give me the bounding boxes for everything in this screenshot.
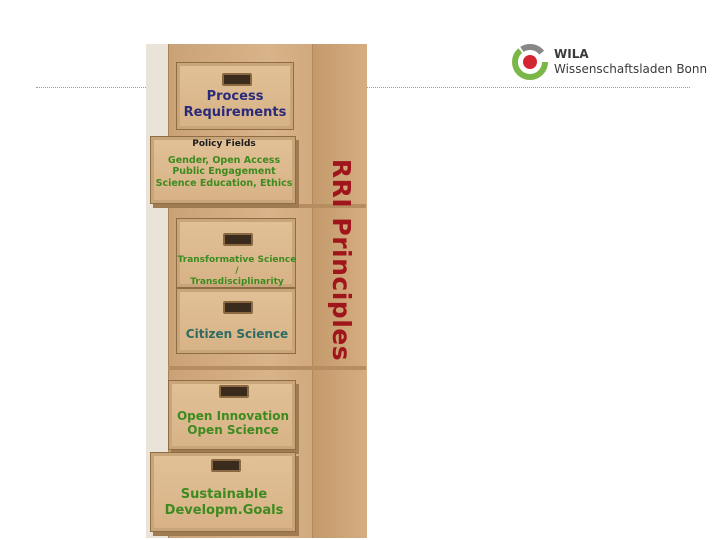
label-line: Process — [179, 89, 291, 105]
drawer-handle — [222, 73, 252, 86]
label-line: Science Education, Ethics — [151, 178, 297, 189]
drawer-sustainable-development[interactable]: Sustainable Developm.Goals — [150, 452, 296, 532]
label-line: Open Innovation — [169, 409, 297, 423]
logo-subtitle: Wissenschaftsladen Bonn — [554, 62, 707, 76]
label-line: Transformative Science / — [177, 255, 297, 277]
wila-logo: WILA Wissenschaftsladen Bonn — [510, 42, 700, 84]
wila-ring-icon — [510, 42, 550, 82]
drawer-process-requirements[interactable]: Process Requirements — [176, 62, 294, 130]
label-line: Requirements — [179, 105, 291, 121]
drawer-handle — [223, 301, 253, 314]
label-line: Developm.Goals — [151, 503, 297, 519]
drawer-label: Citizen Science — [177, 327, 297, 341]
drawer-citizen-science[interactable]: Citizen Science — [176, 288, 296, 354]
drawer-label: Gender, Open Access Public Engagement Sc… — [151, 155, 297, 189]
label-line: Public Engagement — [151, 166, 297, 177]
drawer-label: Process Requirements — [179, 89, 291, 120]
logo-name: WILA — [554, 47, 589, 61]
drawer-heading: Policy Fields — [151, 139, 297, 150]
drawer-transformative-science[interactable]: Transformative Science / Transdisciplina… — [176, 218, 296, 288]
drawer-handle — [211, 459, 241, 472]
drawer-label: Sustainable Developm.Goals — [151, 487, 297, 518]
label-line: Transdisciplinarity — [177, 277, 297, 288]
drawer-policy-fields[interactable]: Policy Fields Gender, Open Access Public… — [150, 136, 296, 204]
label-line: Open Science — [169, 423, 297, 437]
drawer-handle — [219, 385, 249, 398]
rri-principles-label: RRI Principles — [324, 150, 356, 370]
drawer-handle — [223, 233, 253, 246]
drawer-open-innovation[interactable]: Open Innovation Open Science — [168, 380, 296, 450]
label-line: Sustainable — [151, 487, 297, 503]
drawer-label: Open Innovation Open Science — [169, 409, 297, 438]
label-line: Gender, Open Access — [151, 155, 297, 166]
label-line: Citizen Science — [177, 327, 297, 341]
drawer-label: Transformative Science / Transdisciplina… — [177, 255, 297, 287]
